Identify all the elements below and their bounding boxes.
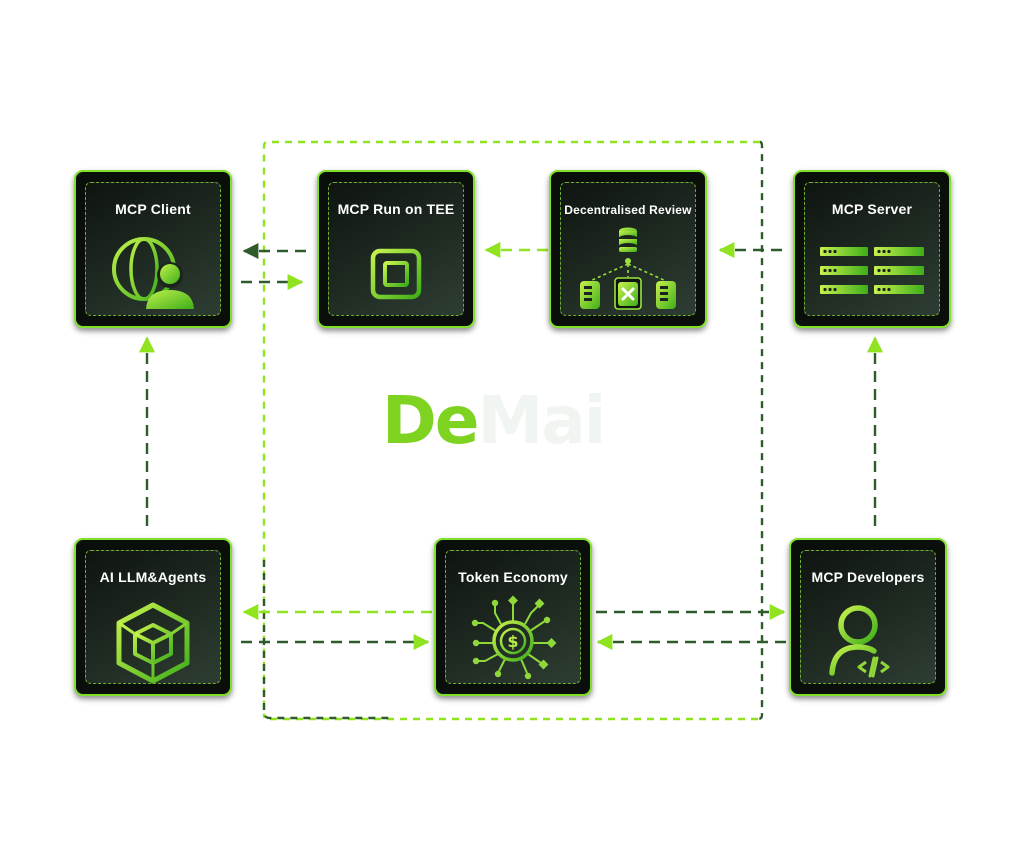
node-mcp-run-on-tee[interactable]: MCP Run on TEE [317,170,475,328]
node-mcp-client[interactable]: MCP Client [74,170,232,328]
loop-left-light [262,140,760,716]
database-review-icon [572,225,684,316]
node-frame: MCP Run on TEE [328,182,464,316]
node-frame: AI LLM&Agents [85,550,221,684]
node-label: MCP Run on TEE [337,201,455,217]
loop-left-bottom-dark [262,560,390,720]
node-label: MCP Developers [811,569,925,585]
developer-icon [826,601,910,684]
node-frame: Token Economy [445,550,581,684]
node-frame: MCP Client [85,182,221,316]
token-network-icon: $ [465,591,561,692]
loop-bottom-light [262,715,758,721]
brand-wordmark-lead: De [382,382,480,459]
node-label: MCP Server [831,201,913,217]
node-mcp-server[interactable]: MCP Server [793,170,951,328]
cube-icon [114,601,192,690]
node-label: Decentralised Review [564,203,692,217]
node-label: AI LLM&Agents [99,569,207,585]
node-label: MCP Client [115,201,191,217]
svg-text:$: $ [507,632,518,651]
node-decentralised-review[interactable]: Decentralised Review [549,170,707,328]
node-ai-llm-agents[interactable]: AI LLM&Agents [74,538,232,696]
chip-icon [359,237,433,316]
node-frame: MCP Server [804,182,940,316]
brand-wordmark-tail: Mai [477,382,607,459]
node-frame: MCP Developers [800,550,936,684]
node-mcp-developers[interactable]: MCP Developers [789,538,947,696]
node-frame: Decentralised Review [560,182,696,316]
globe-user-icon [110,233,196,314]
server-rack-icon [820,247,924,300]
brand-wordmark: DeMai [382,388,606,454]
node-label: Token Economy [458,569,568,585]
loop-right-dark [757,140,764,721]
node-token-economy[interactable]: Token Economy [434,538,592,696]
